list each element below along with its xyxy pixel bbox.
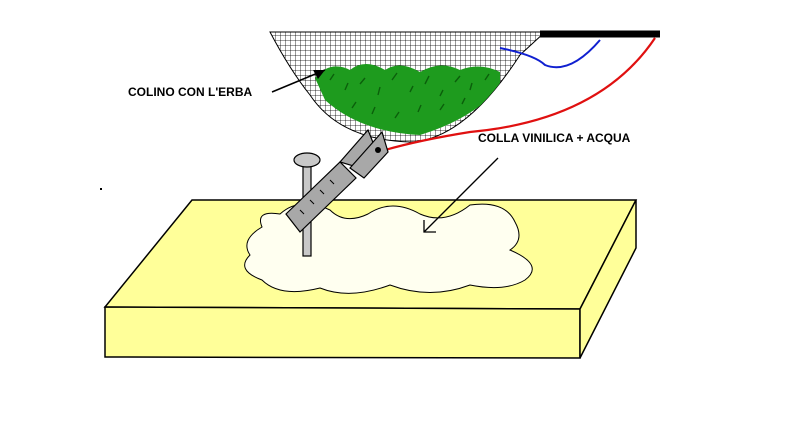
stray-mark [100,188,102,190]
strainer-leader [271,69,326,93]
base-right-face [579,199,637,359]
strainer-icon [269,30,660,143]
glue-puddle [244,203,533,294]
alligator-clip-icon [285,128,389,233]
glue-leader [423,157,499,233]
strainer-label: COLINO CON L'ERBA [128,85,253,99]
red-wire [384,37,656,152]
glue-label: COLLA VINILICA + ACQUA [478,131,631,145]
base-front-face [104,306,581,359]
blue-wire [499,39,601,69]
